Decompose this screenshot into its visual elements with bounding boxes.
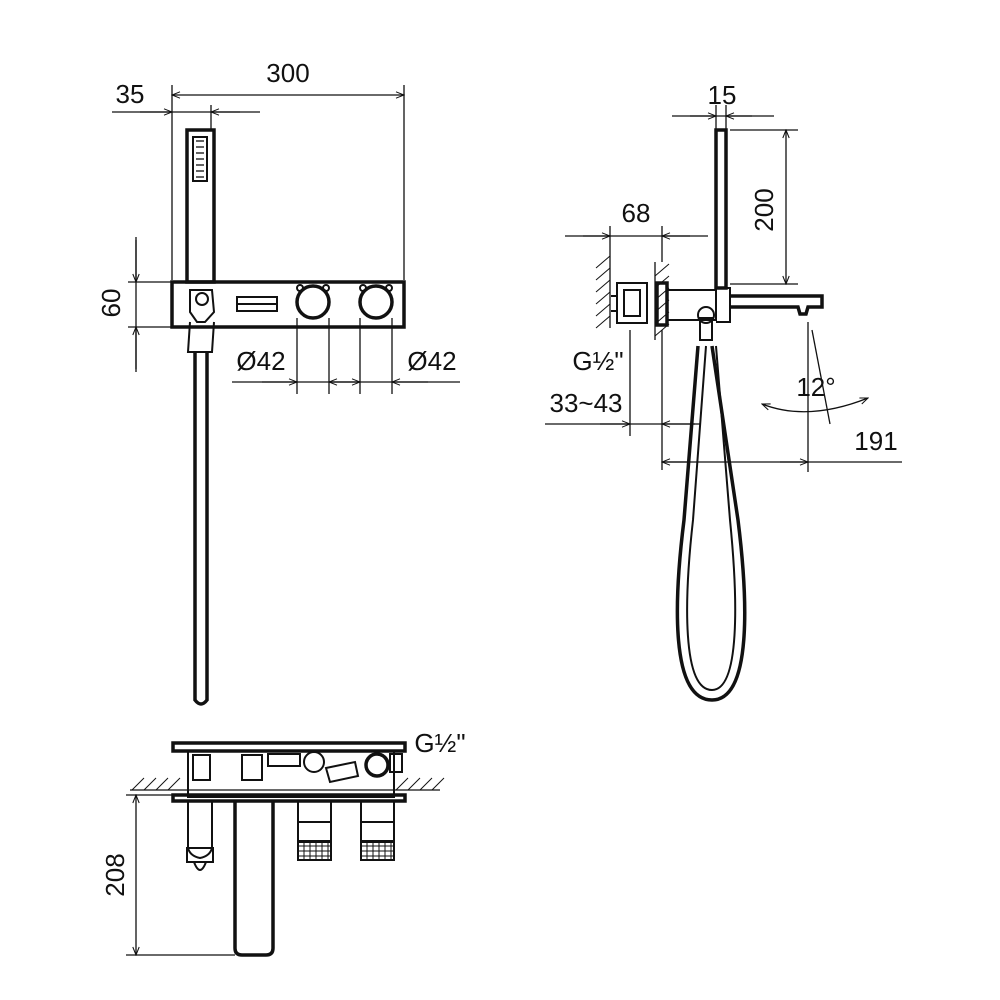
dim-height-label: 60: [96, 289, 126, 318]
cartridge-left-top: [303, 751, 325, 773]
spout-arm: [666, 289, 717, 321]
hose-loop: [675, 345, 747, 702]
top-view: G½" 208: [100, 728, 466, 957]
dim-depth-label: 208: [100, 853, 130, 896]
dim-width-label: 300: [266, 58, 309, 88]
plate-side: [655, 281, 669, 327]
dim-bar-width-label: 15: [708, 80, 737, 110]
cover-plate-top: [171, 741, 407, 753]
mounting-plate: [171, 793, 407, 803]
dim-body-label: 68: [622, 198, 651, 228]
mixer-plate: [170, 280, 406, 329]
hand-shower: [185, 128, 216, 284]
top-wall-hatching: [131, 777, 445, 791]
dim-thread-top-label: G½": [414, 728, 465, 758]
knurl-left: [297, 841, 332, 861]
front-view: 300 35 60 Ø42 Ø42: [96, 58, 460, 706]
dim-knob-left-label: Ø42: [236, 346, 285, 376]
spout-body: [233, 801, 275, 957]
spout: [730, 294, 824, 316]
box-body: [187, 750, 395, 798]
shower-bar: [714, 128, 728, 290]
dim-projection-label: 191: [854, 426, 897, 456]
side-view: 15 200 68 G½" 33~43 12° 191: [545, 80, 902, 702]
knurl-right: [360, 841, 395, 861]
dim-offset-label: 35: [116, 79, 145, 109]
dim-angle-label: 12°: [796, 372, 835, 402]
right-knob: [358, 284, 394, 320]
cartridge-right-top: [364, 752, 390, 778]
dim-knob-right-label: Ø42: [407, 346, 456, 376]
hose-connector: [189, 289, 216, 323]
dim-range-label: 33~43: [549, 388, 622, 418]
hose: [193, 352, 209, 706]
shower-outlet: [187, 801, 213, 860]
dim-bar-height-label: 200: [749, 188, 779, 231]
dim-thread-side-label: G½": [572, 346, 623, 376]
wall-hatching: [595, 255, 670, 340]
left-knob: [295, 284, 331, 320]
shower-nozzles: [192, 136, 208, 182]
concealed-body: [616, 282, 648, 324]
